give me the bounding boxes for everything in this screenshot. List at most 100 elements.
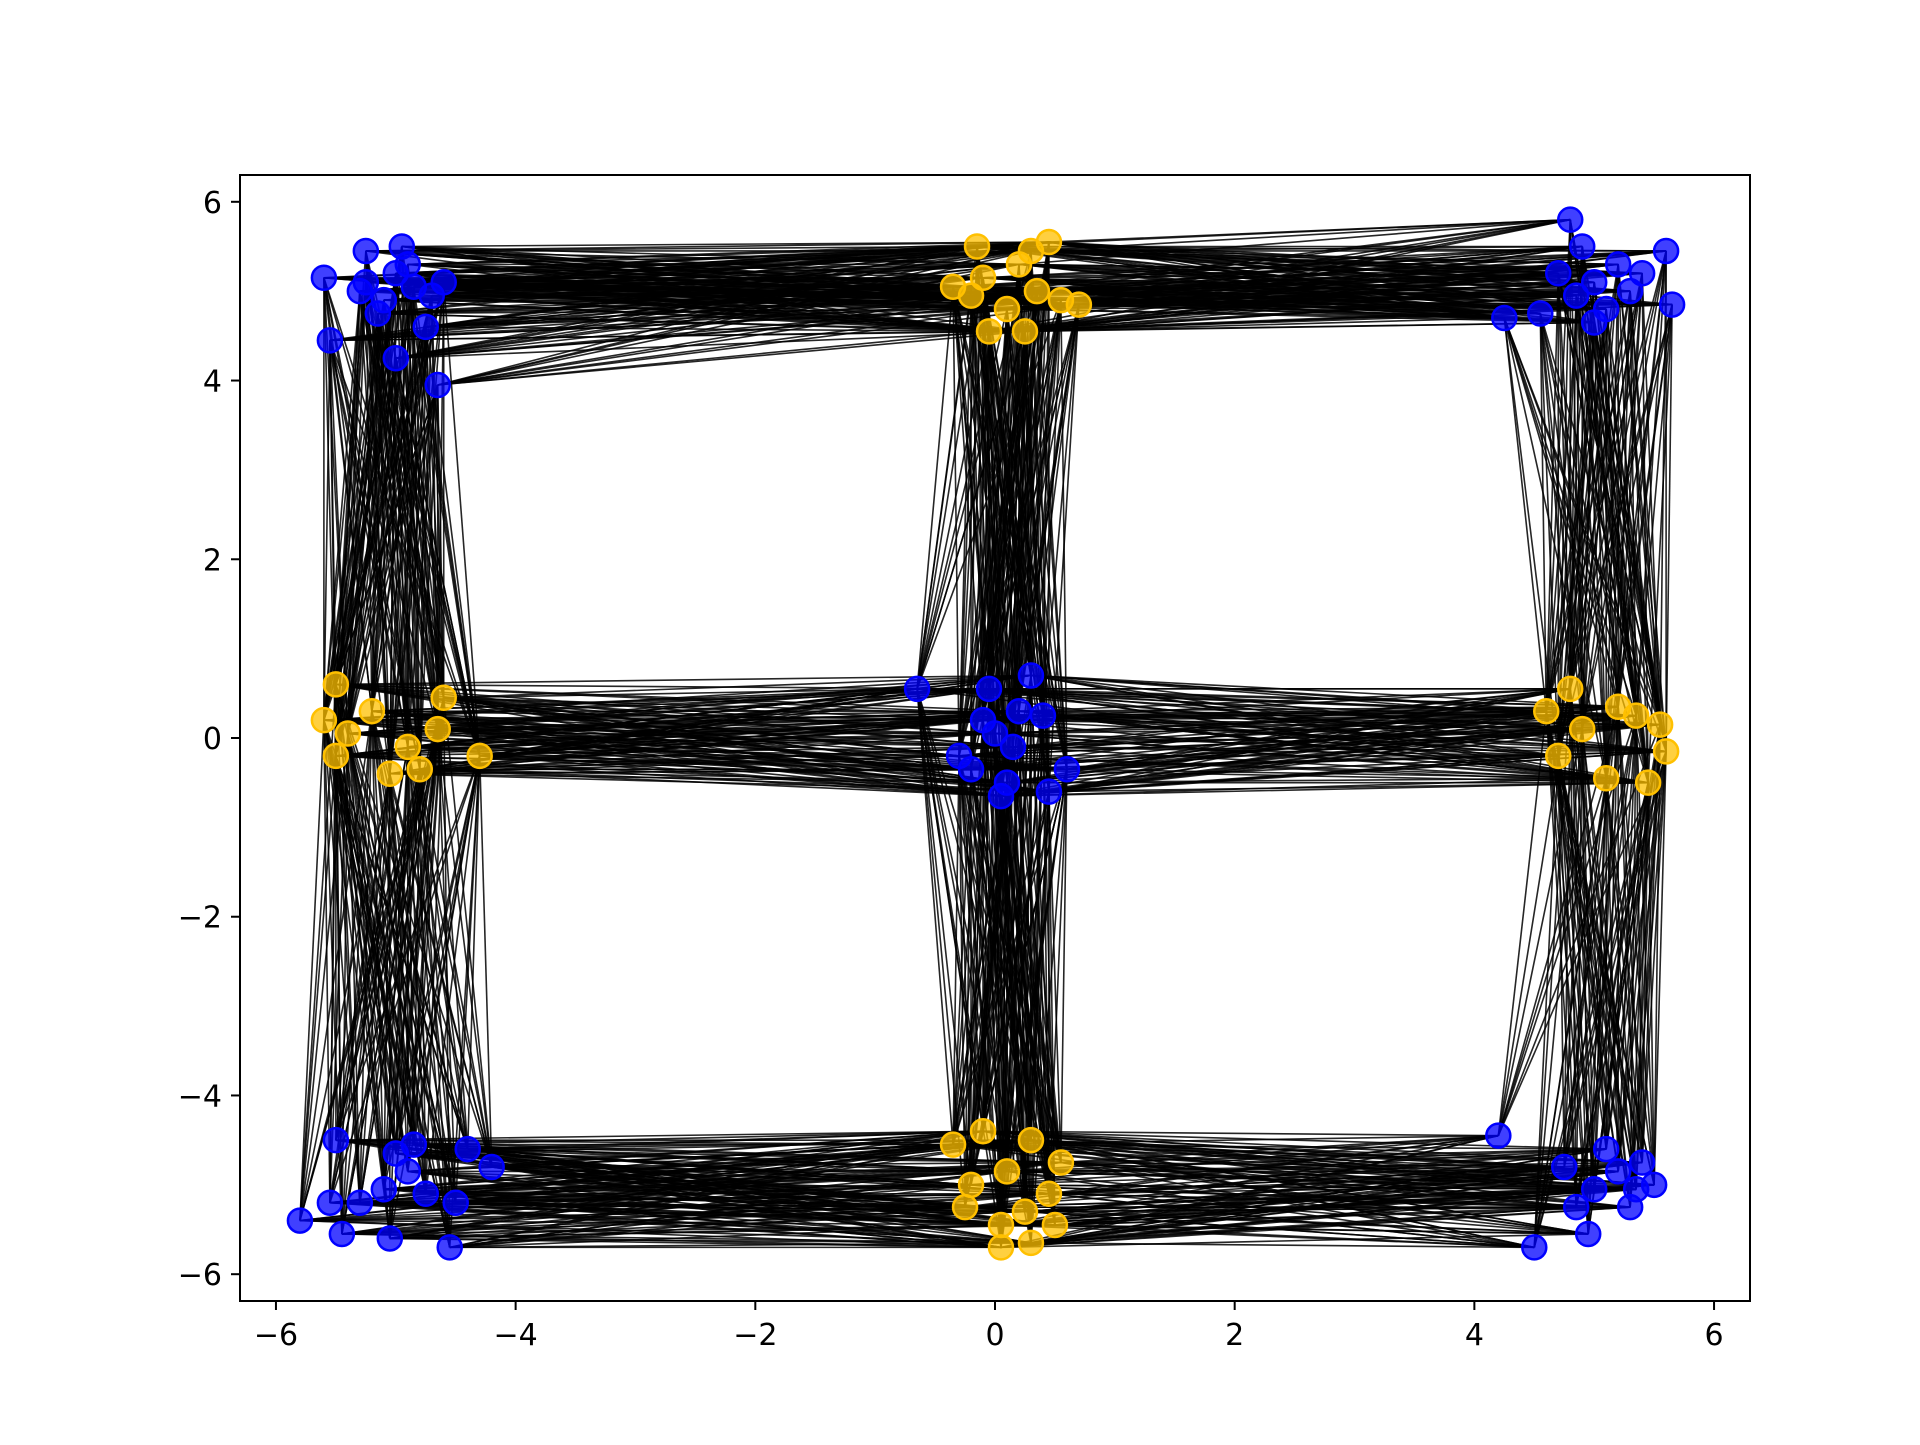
edge-line-1337 <box>299 1219 1031 1244</box>
data-point-55 <box>376 1225 404 1252</box>
edge-line-1036 <box>917 688 1619 708</box>
edge-line-1252 <box>323 719 451 1248</box>
data-point-24 <box>1527 300 1554 327</box>
edge-line-1320 <box>389 1210 1025 1240</box>
edge-line-1526 <box>1497 728 1584 1136</box>
edge-line-191 <box>389 326 427 774</box>
edge-line-1563 <box>1581 729 1590 1234</box>
edge-line-562 <box>1605 273 1643 779</box>
edge-line-1350 <box>413 1143 1008 1173</box>
edge-line-307 <box>323 282 445 721</box>
edge-line-901 <box>982 688 990 1132</box>
data-point-10 <box>382 344 410 372</box>
edge-line-186 <box>335 326 427 685</box>
edge-line-945 <box>952 286 1044 716</box>
data-point-53 <box>454 1135 481 1163</box>
edge-line-200 <box>395 299 1061 359</box>
edge-line-1336 <box>299 1219 1002 1249</box>
edge-line-955 <box>443 696 1043 717</box>
edge-line-1577 <box>1054 1224 1589 1235</box>
edge-line-492 <box>1018 218 1571 266</box>
edge-line-1357 <box>413 1143 1061 1164</box>
data-point-44 <box>370 1176 398 1203</box>
edge-line-1492 <box>1653 724 1661 1185</box>
edge-line-1076 <box>1000 688 1571 797</box>
edge-line-286 <box>365 250 439 730</box>
edge-line-1079 <box>1000 714 1637 797</box>
edge-line-923 <box>1006 705 1619 784</box>
data-point-78 <box>963 233 991 260</box>
data-point-12 <box>310 264 338 292</box>
data-point-18 <box>1562 282 1590 309</box>
edge-line-1543 <box>983 1130 1499 1137</box>
edge-line-1064 <box>371 710 1002 797</box>
edge-line-1067 <box>335 755 1002 797</box>
data-point-70 <box>1628 1149 1656 1176</box>
edge-line-1251 <box>389 773 451 1248</box>
edge-line-1326 <box>299 769 421 1221</box>
data-point-14 <box>352 237 380 265</box>
edge-line-812 <box>1048 723 1661 793</box>
edge-line-957 <box>479 714 1043 757</box>
edge-line-1592 <box>953 1143 1643 1164</box>
edge-line-243 <box>323 277 409 748</box>
edge-line-1581 <box>1024 1210 1589 1235</box>
edge-line-1588 <box>1545 711 1643 1163</box>
edge-line-539 <box>1593 322 1619 707</box>
data-point-58 <box>442 1189 469 1216</box>
edge-line-1376 <box>455 1161 1061 1204</box>
edge-line-184 <box>371 326 427 712</box>
edge-line-1288 <box>478 755 493 1167</box>
data-point-62 <box>1592 1135 1620 1163</box>
edge-line-1068 <box>419 768 1002 797</box>
data-point-114 <box>1017 1229 1045 1257</box>
edge-line-1599 <box>1024 1161 1643 1213</box>
data-point-80 <box>975 318 1003 345</box>
edge-line-554 <box>1060 272 1643 301</box>
edge-line-1567 <box>1569 688 1590 1235</box>
data-point-108 <box>939 1131 967 1158</box>
edge-line-1008 <box>952 769 972 1145</box>
edge-line-199 <box>395 330 1025 359</box>
x-tick-label: −4 <box>494 1318 538 1353</box>
edge-line-882 <box>437 688 990 730</box>
data-point-32 <box>969 706 997 734</box>
edge-line-915 <box>407 746 1008 784</box>
edge-line-1335 <box>299 1219 1055 1226</box>
edge-line-115 <box>323 291 361 721</box>
edge-line-1042 <box>917 688 1637 717</box>
edge-line-560 <box>1641 273 1661 725</box>
edge-line-976 <box>1030 715 1044 1243</box>
edge-line-1021 <box>916 246 978 689</box>
edge-line-1046 <box>916 688 1050 1194</box>
edge-line-382 <box>1018 263 1631 292</box>
edge-line-1503 <box>1054 1184 1655 1226</box>
edge-line-1204 <box>335 1130 984 1141</box>
edge-line-139 <box>377 285 954 315</box>
edge-line-1366 <box>436 729 457 1203</box>
edge-line-1020 <box>916 286 954 689</box>
edge-line-538 <box>1581 322 1596 730</box>
edge-line-543 <box>1593 322 1607 779</box>
edge-line-268 <box>323 246 403 721</box>
edge-line-896 <box>964 688 990 1208</box>
x-tick-label: 6 <box>1705 1318 1724 1353</box>
edge-line-1375 <box>455 1201 1032 1244</box>
data-point-106 <box>993 1158 1021 1185</box>
edge-line-1587 <box>1641 782 1649 1163</box>
edge-line-1084 <box>964 796 1002 1208</box>
edge-line-1246 <box>406 746 451 1248</box>
data-point-99 <box>1652 738 1680 765</box>
edge-line-1546 <box>1533 755 1560 1248</box>
edge-line-1378 <box>455 1201 1025 1213</box>
edge-line-542 <box>1569 322 1596 689</box>
edge-line-1038 <box>917 688 1667 753</box>
edge-line-1165 <box>425 1161 1061 1195</box>
data-point-5 <box>346 277 374 305</box>
data-point-41 <box>957 756 985 783</box>
data-point-68 <box>1521 1234 1548 1261</box>
y-tick-label: −2 <box>178 901 222 936</box>
edge-line-1325 <box>299 755 337 1221</box>
edge-line-1355 <box>413 1143 1002 1249</box>
